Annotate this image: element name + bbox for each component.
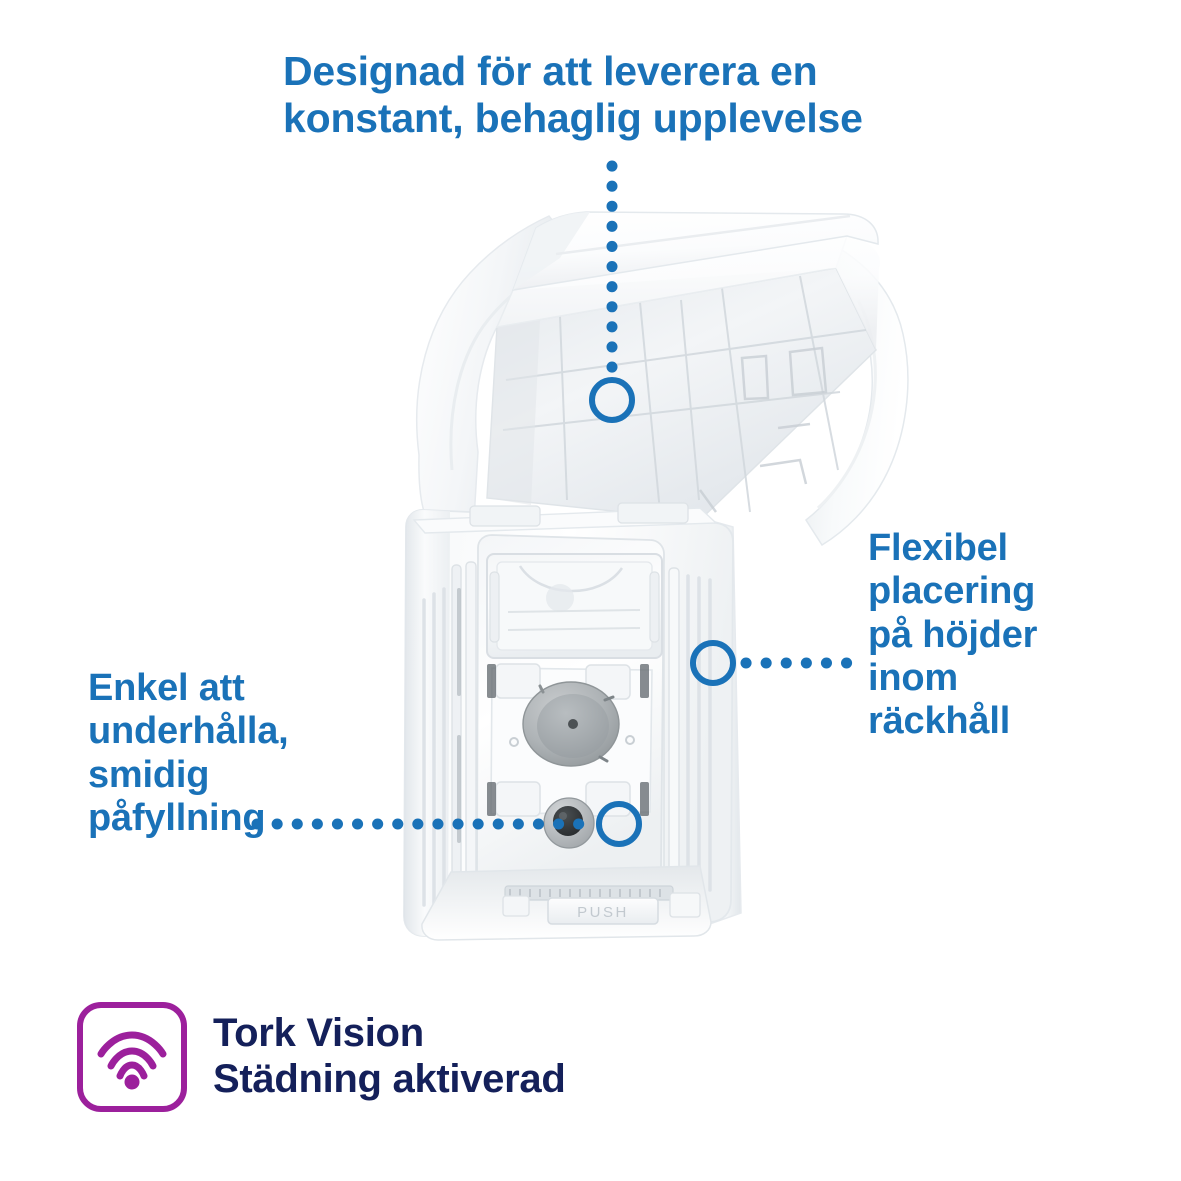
badge-icon-frame: [77, 1002, 187, 1112]
dispenser-body: PUSH: [403, 502, 742, 941]
callout-text-right: Flexibel placering på höjder inom räckhå…: [868, 527, 1038, 743]
sensor-port-hole: [553, 806, 583, 836]
battery-clip-left: [489, 571, 500, 643]
push-tab-label: PUSH: [577, 904, 629, 921]
callout-text-top: Designad för att leverera en konstant, b…: [283, 48, 863, 141]
hinge-socket-left: [469, 505, 541, 527]
hub-center-pin: [568, 719, 578, 729]
lid-top-right-bevel: [513, 236, 881, 350]
badge-label: Tork Vision Städning aktiverad: [213, 1010, 566, 1101]
body-bottom: PUSH: [421, 865, 712, 941]
cradle-mark-left: [509, 737, 519, 747]
vent-slot: [668, 567, 680, 889]
bottom-clip-left: [502, 895, 530, 917]
sensor-port-glint: [559, 812, 567, 820]
core-hub: [522, 681, 620, 767]
lid-inner-detail: [698, 346, 828, 513]
push-tab: [547, 897, 659, 925]
lid-top-highlight: [555, 214, 851, 256]
cradle-tab: [585, 781, 631, 817]
lid-inner-ribs: [502, 275, 867, 513]
cradle-tab: [495, 781, 541, 817]
bottom-slot-teeth: [509, 889, 661, 897]
hub-notch: [538, 684, 545, 694]
battery-cover-inner: [496, 561, 653, 651]
battery-compartment: [486, 553, 663, 659]
cradle-slot-shadow: [640, 664, 649, 698]
sensor-port: [543, 797, 595, 849]
vent-shadow: [457, 588, 461, 696]
cradle-mark-right: [625, 735, 635, 745]
cradle-slot-shadow: [640, 782, 649, 816]
callout-text-left: Enkel att underhålla, smidig påfyllning: [88, 667, 289, 839]
cradle-slot-shadow: [487, 782, 496, 816]
battery-cover-boss: [546, 584, 574, 612]
lid-inner-left-shadow: [487, 320, 540, 505]
hub-notch: [603, 695, 615, 702]
vent-shadow: [457, 735, 461, 843]
vent-slot: [465, 561, 477, 895]
cradle-tab: [495, 663, 541, 699]
hub-notch: [598, 755, 609, 763]
cradle-slot-shadow: [487, 664, 496, 698]
lid-top-left-curl: [513, 212, 590, 290]
battery-clip-right: [649, 571, 660, 643]
wifi-dot: [124, 1074, 140, 1090]
lid-top-surface: [511, 211, 879, 291]
tork-vision-badge: Tork Vision Städning aktiverad: [77, 1002, 566, 1112]
dispenser-lid: [416, 211, 909, 547]
wifi-icon: [97, 1031, 167, 1090]
bottom-clip-right: [669, 892, 701, 918]
hinge-socket-right: [617, 502, 689, 524]
